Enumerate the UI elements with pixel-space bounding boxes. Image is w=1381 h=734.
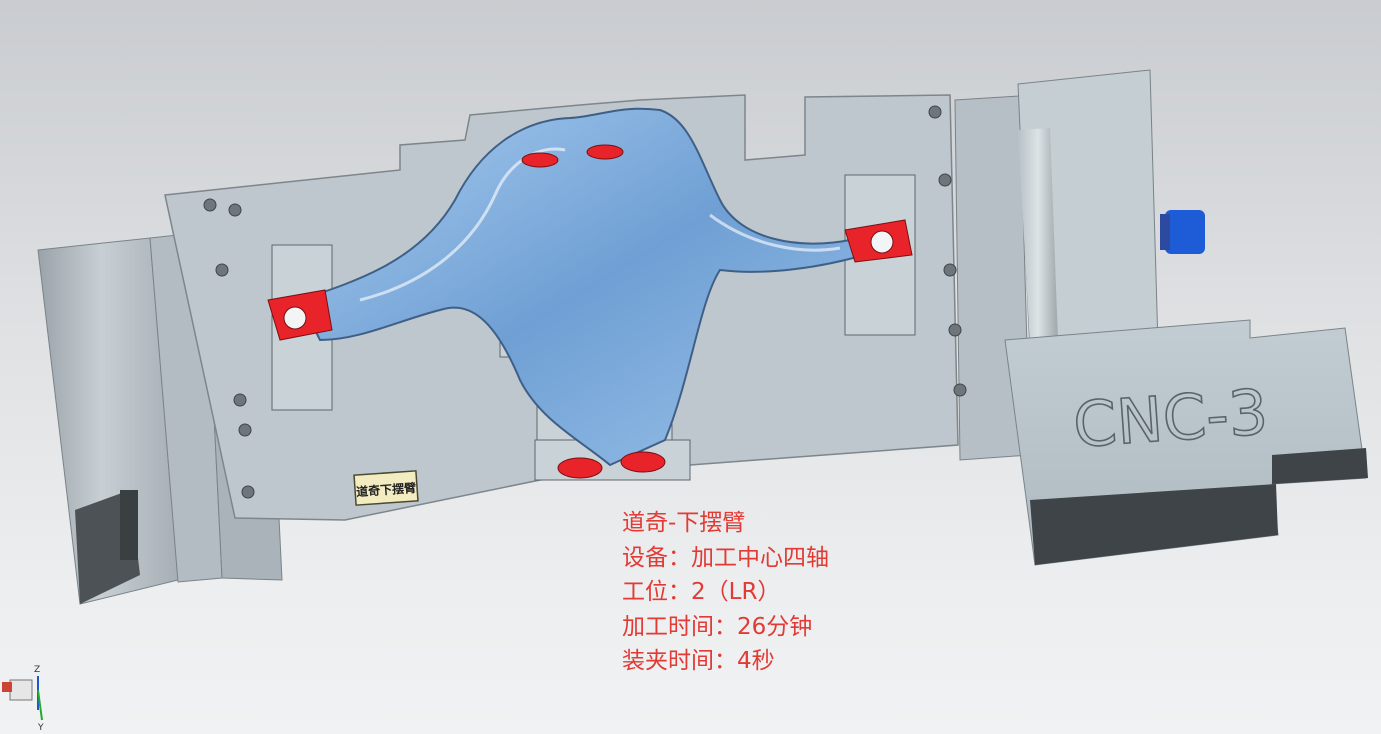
process-annotation: 道奇-下摆臂 设备：加工中心四轴 工位：2（LR） 加工时间：26分钟 装夹时间…: [622, 506, 829, 679]
view-triad-icon[interactable]: Z Y: [0, 660, 60, 734]
annotation-title: 道奇-下摆臂: [622, 510, 746, 536]
machined-features: [267, 144, 913, 479]
label-plate-text: 道奇下摆臂: [356, 480, 417, 499]
part-label-plate: 道奇下摆臂: [353, 470, 419, 506]
annotation-equipment: 设备：加工中心四轴: [622, 544, 829, 571]
connector-icon: [1165, 210, 1205, 254]
right-tailstock: [954, 69, 1368, 566]
annotation-clamping-time: 装夹时间：4秒: [622, 648, 775, 674]
triad-y-label: Y: [37, 723, 44, 733]
mounting-bolts: [203, 105, 967, 499]
triad-z-label: Z: [34, 665, 40, 675]
annotation-machining-time: 加工时间：26分钟: [622, 613, 813, 640]
station-engraving: CNC-3: [1071, 375, 1270, 461]
annotation-station: 工位：2（LR）: [622, 579, 781, 605]
